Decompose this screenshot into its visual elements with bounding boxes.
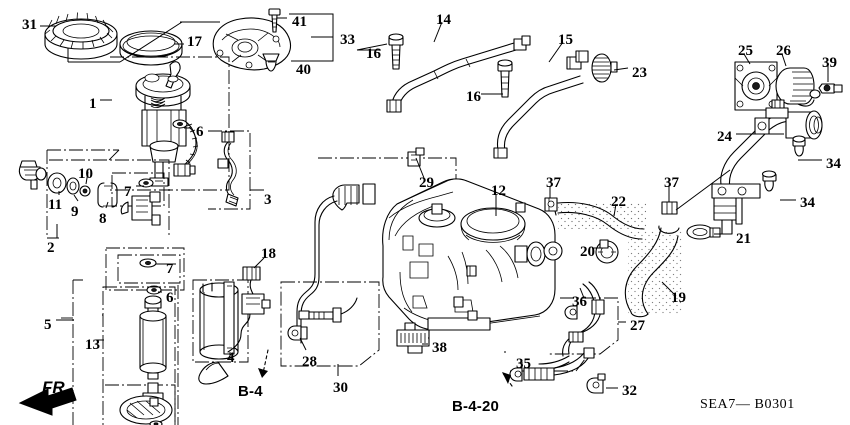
callout-number-37: 37 (546, 175, 561, 191)
callout-number-38: 38 (432, 340, 447, 356)
part-13-pump-body (139, 295, 167, 380)
callout-number-5: 5 (44, 317, 52, 333)
callout-number-8: 8 (99, 211, 107, 227)
callout-number-14: 14 (436, 12, 451, 28)
callout-number-16: 16 (366, 46, 381, 62)
part-13-strainer (105, 382, 176, 425)
part-41-screw (268, 8, 281, 33)
part-25-filler-base (734, 61, 778, 111)
diagram-footer-code: SEA7— B0301 (700, 397, 795, 412)
part-32-clip (586, 373, 606, 394)
part-12-fuel-tank (382, 178, 563, 331)
callout-number-10: 10 (78, 166, 93, 182)
callout-number-34: 34 (800, 195, 815, 211)
callout-number-19: 19 (671, 290, 686, 306)
callout-number-11: 11 (48, 197, 63, 213)
part-14-vent-tube (386, 35, 531, 113)
callout-number-2: 2 (47, 240, 55, 256)
callout-number-25: 25 (738, 43, 753, 59)
callout-number-15: 15 (558, 32, 573, 48)
part-1-fuel-pump-module (110, 56, 230, 191)
callout-number-33: 33 (340, 32, 355, 48)
callout-number-31: 31 (22, 17, 37, 33)
callout-number-4: 4 (227, 350, 235, 366)
part-37-clamp-left (544, 197, 558, 212)
part-22-hose (554, 201, 646, 240)
part-7-valve-lower (105, 247, 185, 291)
callout-number-9: 9 (71, 204, 79, 220)
part-33-pump-cover (212, 17, 292, 71)
part-30-fuel-pipe (280, 281, 380, 367)
callout-number-6: 6 (196, 124, 204, 140)
part-6-washer-upper (172, 119, 188, 129)
callout-number-6: 6 (166, 290, 174, 306)
callout-number-32: 32 (622, 383, 637, 399)
part-29-feed-line (296, 147, 457, 344)
part-5-13-fuel-pump (61, 279, 179, 425)
callout-number-12: 12 (491, 183, 506, 199)
front-direction-arrow (18, 387, 77, 416)
part-6-washer-lower (146, 285, 162, 295)
callout-number-3: 3 (264, 192, 272, 208)
part-2-regulator-body (18, 160, 47, 190)
ref-b4[interactable]: B-4 (238, 383, 263, 400)
part-20-clamp (595, 239, 619, 264)
part-3-wire-harness (208, 130, 264, 210)
callout-number-1: 1 (89, 96, 97, 112)
part-16-bolt-lower (497, 59, 513, 98)
part-34-bolt-b (792, 135, 806, 157)
callout-number-18: 18 (261, 246, 276, 262)
part-26-fuel-cap (775, 67, 821, 107)
part-21-clamp (686, 224, 721, 240)
callout-number-40: 40 (296, 62, 311, 78)
callout-number-16: 16 (466, 89, 481, 105)
part-36-clip (564, 305, 578, 320)
callout-number-30: 30 (333, 380, 348, 396)
part-28-clip (287, 325, 308, 341)
callout-number-17: 17 (187, 34, 202, 50)
callout-number-34: 34 (826, 156, 841, 172)
callout-number-20: 20 (580, 244, 595, 260)
part-39-nut (818, 83, 843, 94)
part-31-lock-ring (44, 12, 118, 60)
callout-number-7: 7 (166, 261, 174, 277)
leader-lines (40, 13, 829, 389)
callout-number-27: 27 (630, 318, 645, 334)
part-2-regulator-group (18, 149, 170, 239)
part-18-fuel-sender (198, 266, 271, 385)
callout-number-22: 22 (611, 194, 626, 210)
part-19-hose (624, 225, 682, 318)
part-15-vent-tube-b (493, 50, 589, 159)
part-16-bolt-upper (388, 33, 404, 70)
part-38-bracket (396, 322, 430, 354)
callout-number-39: 39 (822, 55, 837, 71)
part-17-seal-ring (119, 30, 183, 66)
part-35-tube (501, 347, 595, 387)
callout-number-35: 35 (516, 356, 531, 372)
callout-number-41: 41 (292, 14, 307, 30)
ref-b420[interactable]: B-4-20 (452, 398, 500, 415)
part-24-filler-pipe (711, 99, 823, 235)
front-direction-label: FR. (42, 378, 70, 397)
part-11-9-10-seals (47, 159, 170, 238)
callout-number-29: 29 (419, 175, 434, 191)
callout-number-26: 26 (776, 43, 791, 59)
callout-number-36: 36 (572, 294, 587, 310)
part-7-valve-upper (111, 172, 165, 226)
callout-number-21: 21 (736, 231, 751, 247)
part-23-clip (591, 53, 618, 83)
part-37-clamp-right (661, 201, 678, 215)
part-4-canister (192, 279, 249, 363)
part-40-grommet (262, 53, 280, 72)
callout-number-24: 24 (717, 129, 732, 145)
callout-number-7: 7 (124, 184, 132, 200)
callout-number-28: 28 (302, 354, 317, 370)
callout-number-13: 13 (85, 337, 100, 353)
part-34-bolt-a (761, 170, 777, 192)
callout-number-23: 23 (632, 65, 647, 81)
callout-number-37: 37 (664, 175, 679, 191)
